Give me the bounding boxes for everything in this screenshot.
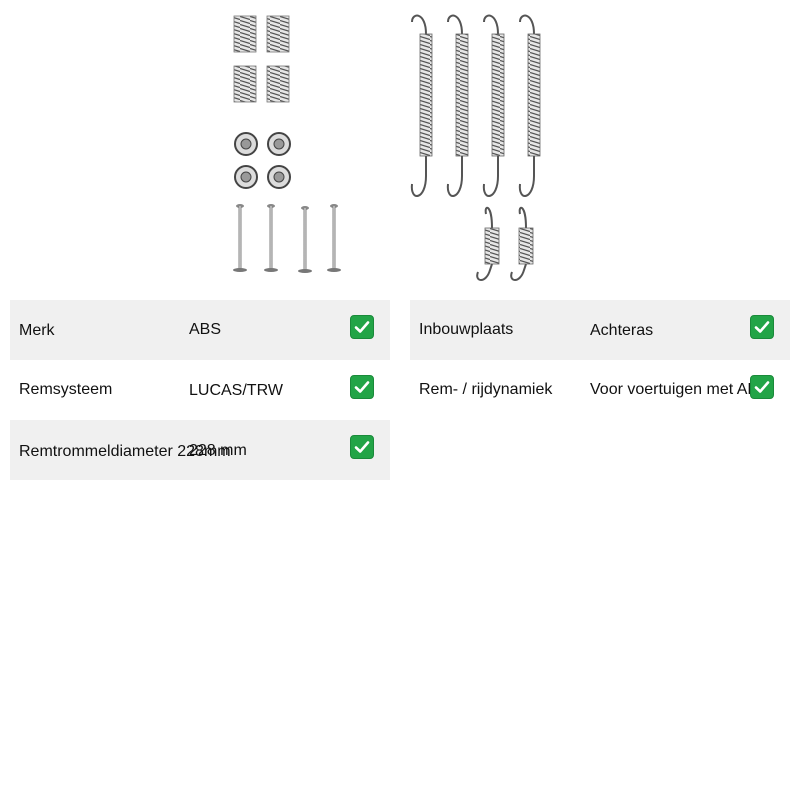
spec-label: Remtrommeldiameter 228mm xyxy=(19,443,231,460)
spec-label: Inbouwplaats xyxy=(419,321,514,338)
spec-label: Rem- / rijdynamiek xyxy=(419,381,553,398)
product-image xyxy=(220,8,580,288)
check-mark-icon xyxy=(350,435,374,459)
check-mark-icon xyxy=(750,375,774,399)
spec-value: Achteras xyxy=(590,322,654,339)
spec-row: Inbouwplaats Achteras xyxy=(410,300,790,360)
spec-value: LUCAS/TRW xyxy=(189,382,283,399)
spec-value: ABS xyxy=(189,321,222,338)
return-spring-group xyxy=(410,14,541,197)
retaining-pin-group xyxy=(233,204,341,273)
brake-spring-kit-icon xyxy=(233,14,541,281)
spec-row: Merk ABS xyxy=(10,300,390,360)
spec-row: Remtrommeldiameter 228mm 228 mm xyxy=(10,420,390,480)
spring-cup-group xyxy=(234,132,291,189)
spec-row: Rem- / rijdynamiek Voor voertuigen met A… xyxy=(410,360,790,420)
spec-table-left: Merk ABS Remsysteem LUCAS/TRW Remtrommel… xyxy=(10,300,390,480)
spec-label: Remsysteem xyxy=(19,381,113,398)
check-mark-icon xyxy=(350,375,374,399)
spec-row: Remsysteem LUCAS/TRW xyxy=(10,360,390,420)
spec-value: Voor voertuigen met ABS xyxy=(590,381,769,398)
compression-spring-group xyxy=(233,15,290,103)
check-mark-icon xyxy=(750,315,774,339)
short-spring-group xyxy=(476,206,534,281)
spec-label: Merk xyxy=(19,322,55,339)
spec-value: 228 mm xyxy=(189,442,247,459)
check-mark-icon xyxy=(350,315,374,339)
spec-table-right: Inbouwplaats Achteras Rem- / rijdynamiek… xyxy=(410,300,790,420)
